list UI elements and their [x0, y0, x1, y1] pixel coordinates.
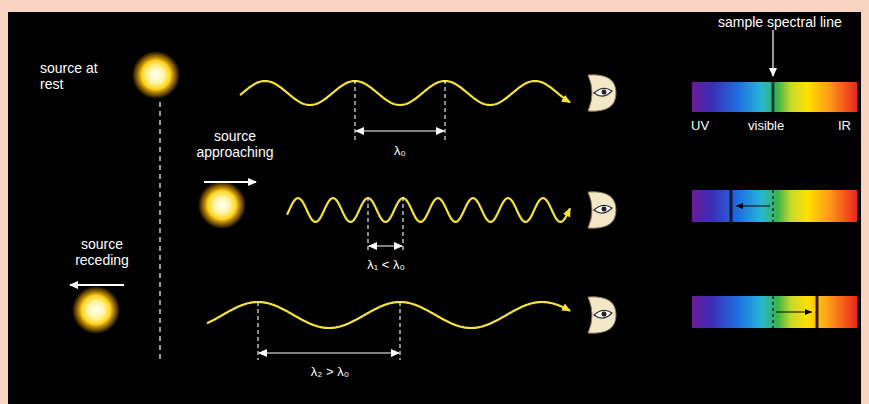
sun-receding [72, 286, 120, 334]
spectral-line [772, 82, 775, 112]
observer-eye [588, 192, 616, 228]
sun-approaching [198, 181, 246, 229]
band-label: visible [748, 118, 798, 134]
pointer-arrow [772, 30, 773, 76]
shift-arrow [736, 205, 770, 206]
spectral-line-label: sample spectral line [718, 14, 858, 30]
wavelength-label: λ₂ > λ₀ [297, 364, 363, 380]
motion-arrow [204, 181, 256, 183]
wavelength-label: λ₁ < λ₀ [355, 257, 417, 273]
band-label: UV [691, 118, 721, 134]
spectrum-bar [692, 296, 857, 328]
wavelength-label: λ₀ [385, 143, 415, 159]
spectral-line [730, 190, 733, 222]
observer-eye [588, 75, 616, 111]
band-label: IR [838, 118, 860, 134]
source-label: source receding [62, 236, 142, 268]
rest-line-marker [772, 190, 773, 222]
rest-position-line [159, 102, 160, 362]
rest-line-marker [772, 296, 773, 328]
source-label: source approaching [190, 128, 280, 160]
light-wave [287, 198, 570, 222]
light-wave [207, 302, 570, 328]
source-label: source at rest [40, 60, 116, 92]
spectrum-bar [692, 82, 857, 112]
sun-at-rest [132, 51, 180, 99]
spectrum-bar [692, 190, 857, 222]
observer-eye [588, 297, 616, 333]
spectral-line [816, 296, 819, 328]
motion-arrow [70, 284, 124, 286]
wavelength-markers [258, 80, 445, 360]
light-wave [240, 81, 570, 105]
shift-arrow [776, 311, 812, 312]
